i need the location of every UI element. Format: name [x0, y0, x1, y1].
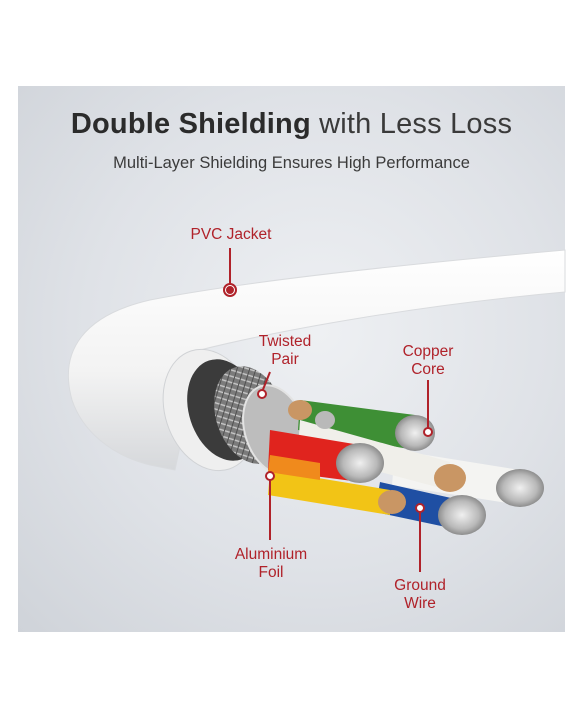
label-twisted-pair: Twisted Pair: [258, 333, 312, 368]
label-aluminium-foil: Aluminium Foil: [234, 546, 308, 581]
page-title: Double Shielding with Less Loss: [0, 108, 583, 141]
label-copper-core: Copper Core: [402, 343, 454, 378]
page-subtitle: Multi-Layer Shielding Ensures High Perfo…: [113, 154, 470, 172]
wire-yellow: [268, 470, 406, 515]
label-ground-wire: Ground Wire: [394, 577, 446, 612]
title-bold: Double Shielding: [70, 108, 311, 140]
label-pvc-jacket: PVC Jacket: [190, 226, 272, 243]
twisted-callout-line: [261, 371, 271, 393]
drain-wire-tip: [288, 400, 312, 420]
wire-orange: [268, 455, 320, 480]
drain-wire-tip-2: [315, 411, 335, 429]
pvc-jacket-body: [67, 249, 566, 471]
title-light: with Less Loss: [319, 108, 513, 140]
